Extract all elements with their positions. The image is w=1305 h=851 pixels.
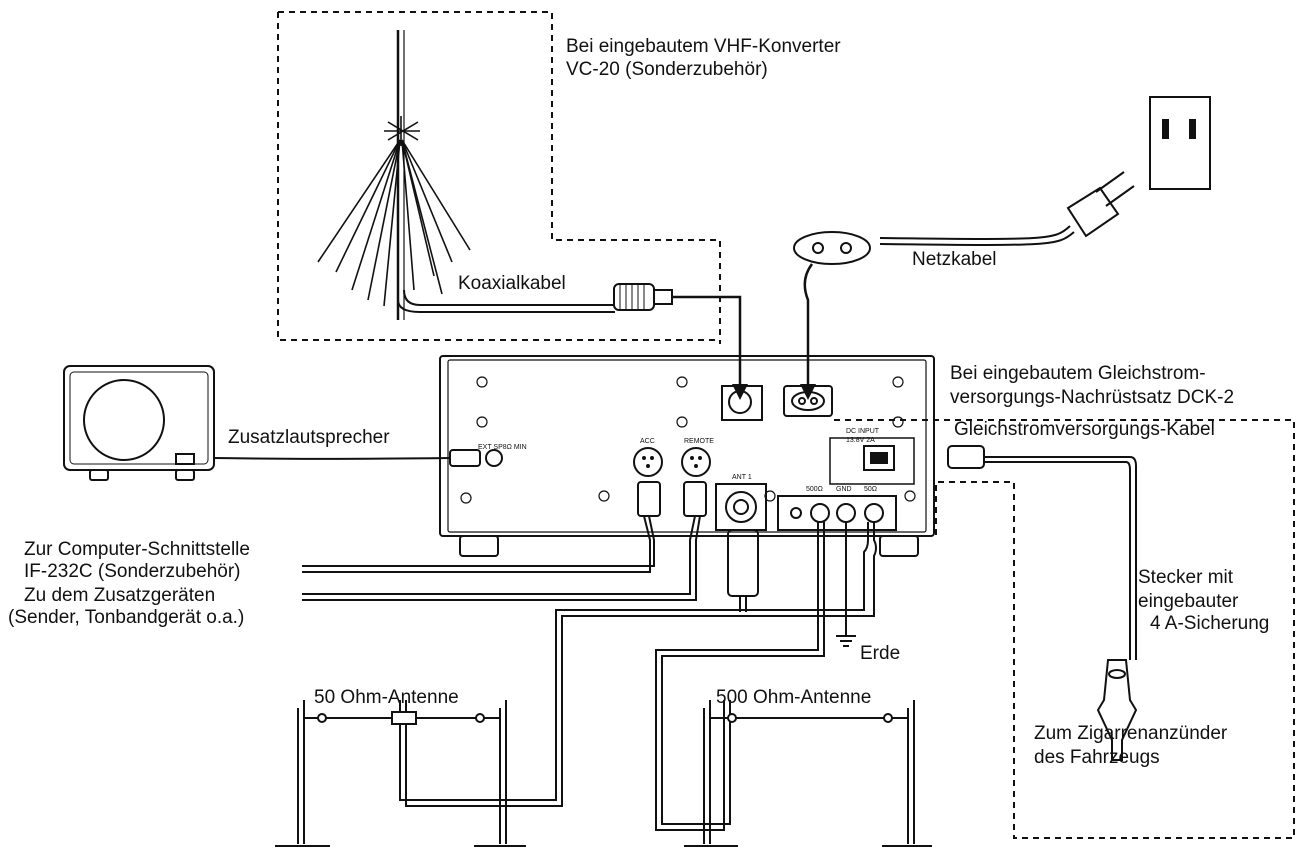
plug-label-line3: 4 A-Sicherung xyxy=(1150,613,1270,634)
coax-label: Koaxialkabel xyxy=(458,273,566,294)
lighter-label-line1: Zum Zigarrenanzünder xyxy=(1034,723,1228,744)
feed-500ohm xyxy=(655,522,819,831)
vc20-socket-plate xyxy=(721,385,763,421)
discone-antenna xyxy=(317,30,471,320)
mains-arrow-line xyxy=(803,263,814,386)
dc-cable-label: Gleichstromversorgungs-Kabel xyxy=(954,419,1215,440)
wall-outlet xyxy=(1149,96,1211,190)
dc-dashed-region xyxy=(834,419,1295,839)
mains-cable xyxy=(879,225,1071,240)
vhf-label-line2: VC-20 (Sonderzubehör) xyxy=(566,59,768,80)
accessory-label-line1: Zu dem Zusatzgeräten xyxy=(24,585,216,606)
ant1-marking: ANT 1 xyxy=(732,474,752,481)
computer-label-line1: Zur Computer-Schnittstelle xyxy=(24,539,250,560)
vhf-label-line1: Bei eingebautem VHF-Konverter xyxy=(566,36,841,57)
mains-label: Netzkabel xyxy=(912,249,997,270)
ant1-plug xyxy=(727,529,759,597)
remote-plug xyxy=(683,481,707,517)
antenna-50ohm xyxy=(275,700,526,847)
dc-plug xyxy=(947,445,985,469)
receiver-foot-right xyxy=(879,535,919,557)
antenna-500-label: 500 Ohm-Antenne xyxy=(716,687,872,708)
acc-plug xyxy=(637,481,661,517)
terminal-50-marking: 50Ω xyxy=(864,486,878,493)
speaker-label: Zusatzlautsprecher xyxy=(228,427,390,448)
coax-cable xyxy=(403,289,615,306)
antenna-50-label: 50 Ohm-Antenne xyxy=(314,687,459,708)
vhf-dashed-region xyxy=(277,11,721,344)
antenna-terminals xyxy=(777,495,897,531)
earth-label: Erde xyxy=(860,643,901,664)
coax-arrow-line xyxy=(672,295,742,386)
speaker-grille xyxy=(83,379,165,461)
feed-50ohm xyxy=(399,522,869,801)
computer-label-line2: IF-232C (Sonderzubehör) xyxy=(24,561,241,582)
dc-input-marking-1: DC INPUT xyxy=(846,428,880,435)
lighter-label-line2: des Fahrzeugs xyxy=(1034,747,1160,768)
ant1-socket xyxy=(715,483,767,531)
dc-label-line2: versorgungs-Nachrüstsatz DCK-2 xyxy=(950,387,1235,408)
receiver-foot-left xyxy=(459,535,499,557)
dc-label-line1: Bei eingebautem Gleichstrom- xyxy=(950,363,1206,384)
receiver-body xyxy=(439,355,935,537)
dc-input-marking-2: 13.8V 2A xyxy=(846,437,875,444)
speaker-cable xyxy=(213,457,451,460)
mains-plug xyxy=(1066,186,1120,238)
acc-socket xyxy=(633,447,663,477)
iec-connector xyxy=(793,231,871,265)
terminal-gnd-marking: GND xyxy=(836,486,852,493)
cigarette-plug xyxy=(1096,659,1138,761)
ext-sp-marking: EXT SP8Ω MIN xyxy=(478,444,527,451)
dc-input-block xyxy=(829,437,915,485)
plug-label-line1: Stecker mit xyxy=(1138,567,1234,588)
antenna-500ohm xyxy=(684,700,932,847)
acc-marking: ACC xyxy=(640,438,655,445)
plug-label-line2: eingebauter xyxy=(1138,591,1239,612)
external-speaker xyxy=(63,365,215,471)
remote-marking: REMOTE xyxy=(684,438,714,445)
accessory-label-line2: (Sender, Tonbandgerät o.a.) xyxy=(8,607,245,628)
ac-inlet xyxy=(783,385,833,417)
terminal-500-marking: 500Ω xyxy=(806,486,823,493)
